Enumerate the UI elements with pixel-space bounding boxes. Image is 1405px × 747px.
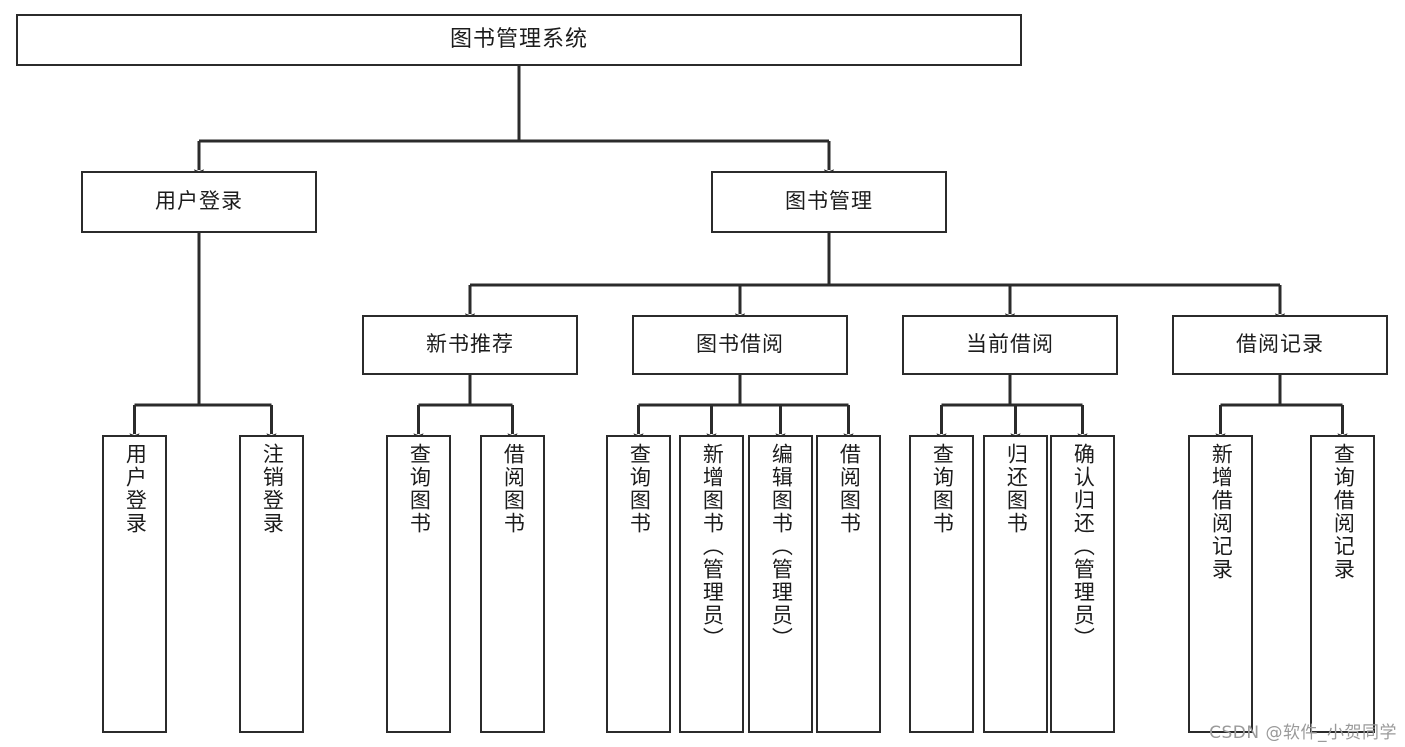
- node-label: 归还图书: [1004, 443, 1029, 535]
- csdn-watermark: CSDN @软件_小贺同学: [1209, 723, 1397, 743]
- node-label: 图书借阅: [696, 332, 784, 357]
- node-label: 查询图书: [407, 443, 432, 535]
- node-label: 图书管理系统: [449, 26, 588, 52]
- node-label: 注销登录: [260, 443, 285, 535]
- node-new-book-rec[interactable]: 新书推荐: [362, 315, 578, 375]
- node-label: 新增借阅记录: [1209, 443, 1234, 581]
- node-leaf-borrow-book-2[interactable]: 借阅图书: [816, 435, 881, 733]
- node-label: 确认归还（管理员）: [1071, 443, 1096, 650]
- node-label: 新书推荐: [426, 332, 514, 357]
- node-leaf-add-record[interactable]: 新增借阅记录: [1188, 435, 1253, 733]
- node-leaf-query-record[interactable]: 查询借阅记录: [1310, 435, 1375, 733]
- node-leaf-confirm-return[interactable]: 确认归还（管理员）: [1050, 435, 1115, 733]
- node-login[interactable]: 用户登录: [81, 171, 317, 233]
- node-label: 查询借阅记录: [1331, 443, 1356, 581]
- node-borrow-record[interactable]: 借阅记录: [1172, 315, 1388, 375]
- node-label: 编辑图书（管理员）: [769, 443, 794, 650]
- node-root[interactable]: 图书管理系统: [16, 14, 1022, 66]
- node-label: 用户登录: [155, 189, 243, 214]
- node-current-borrow[interactable]: 当前借阅: [902, 315, 1118, 375]
- node-book-mgmt[interactable]: 图书管理: [711, 171, 947, 233]
- node-book-borrow[interactable]: 图书借阅: [632, 315, 848, 375]
- node-leaf-query-book-1[interactable]: 查询图书: [386, 435, 451, 733]
- node-leaf-borrow-book-1[interactable]: 借阅图书: [480, 435, 545, 733]
- node-leaf-user-login[interactable]: 用户登录: [102, 435, 167, 733]
- node-leaf-query-book-3[interactable]: 查询图书: [909, 435, 974, 733]
- node-label: 图书管理: [785, 189, 873, 214]
- node-label: 查询图书: [930, 443, 955, 535]
- node-label: 当前借阅: [966, 332, 1054, 357]
- node-label: 查询图书: [627, 443, 652, 535]
- node-label: 用户登录: [123, 443, 148, 535]
- node-label: 新增图书（管理员）: [700, 443, 725, 650]
- node-label: 借阅记录: [1236, 332, 1324, 357]
- node-leaf-edit-book[interactable]: 编辑图书（管理员）: [748, 435, 813, 733]
- node-leaf-logout[interactable]: 注销登录: [239, 435, 304, 733]
- node-label: 借阅图书: [837, 443, 862, 535]
- node-leaf-add-book[interactable]: 新增图书（管理员）: [679, 435, 744, 733]
- node-leaf-query-book-2[interactable]: 查询图书: [606, 435, 671, 733]
- node-label: 借阅图书: [501, 443, 526, 535]
- node-leaf-return-book[interactable]: 归还图书: [983, 435, 1048, 733]
